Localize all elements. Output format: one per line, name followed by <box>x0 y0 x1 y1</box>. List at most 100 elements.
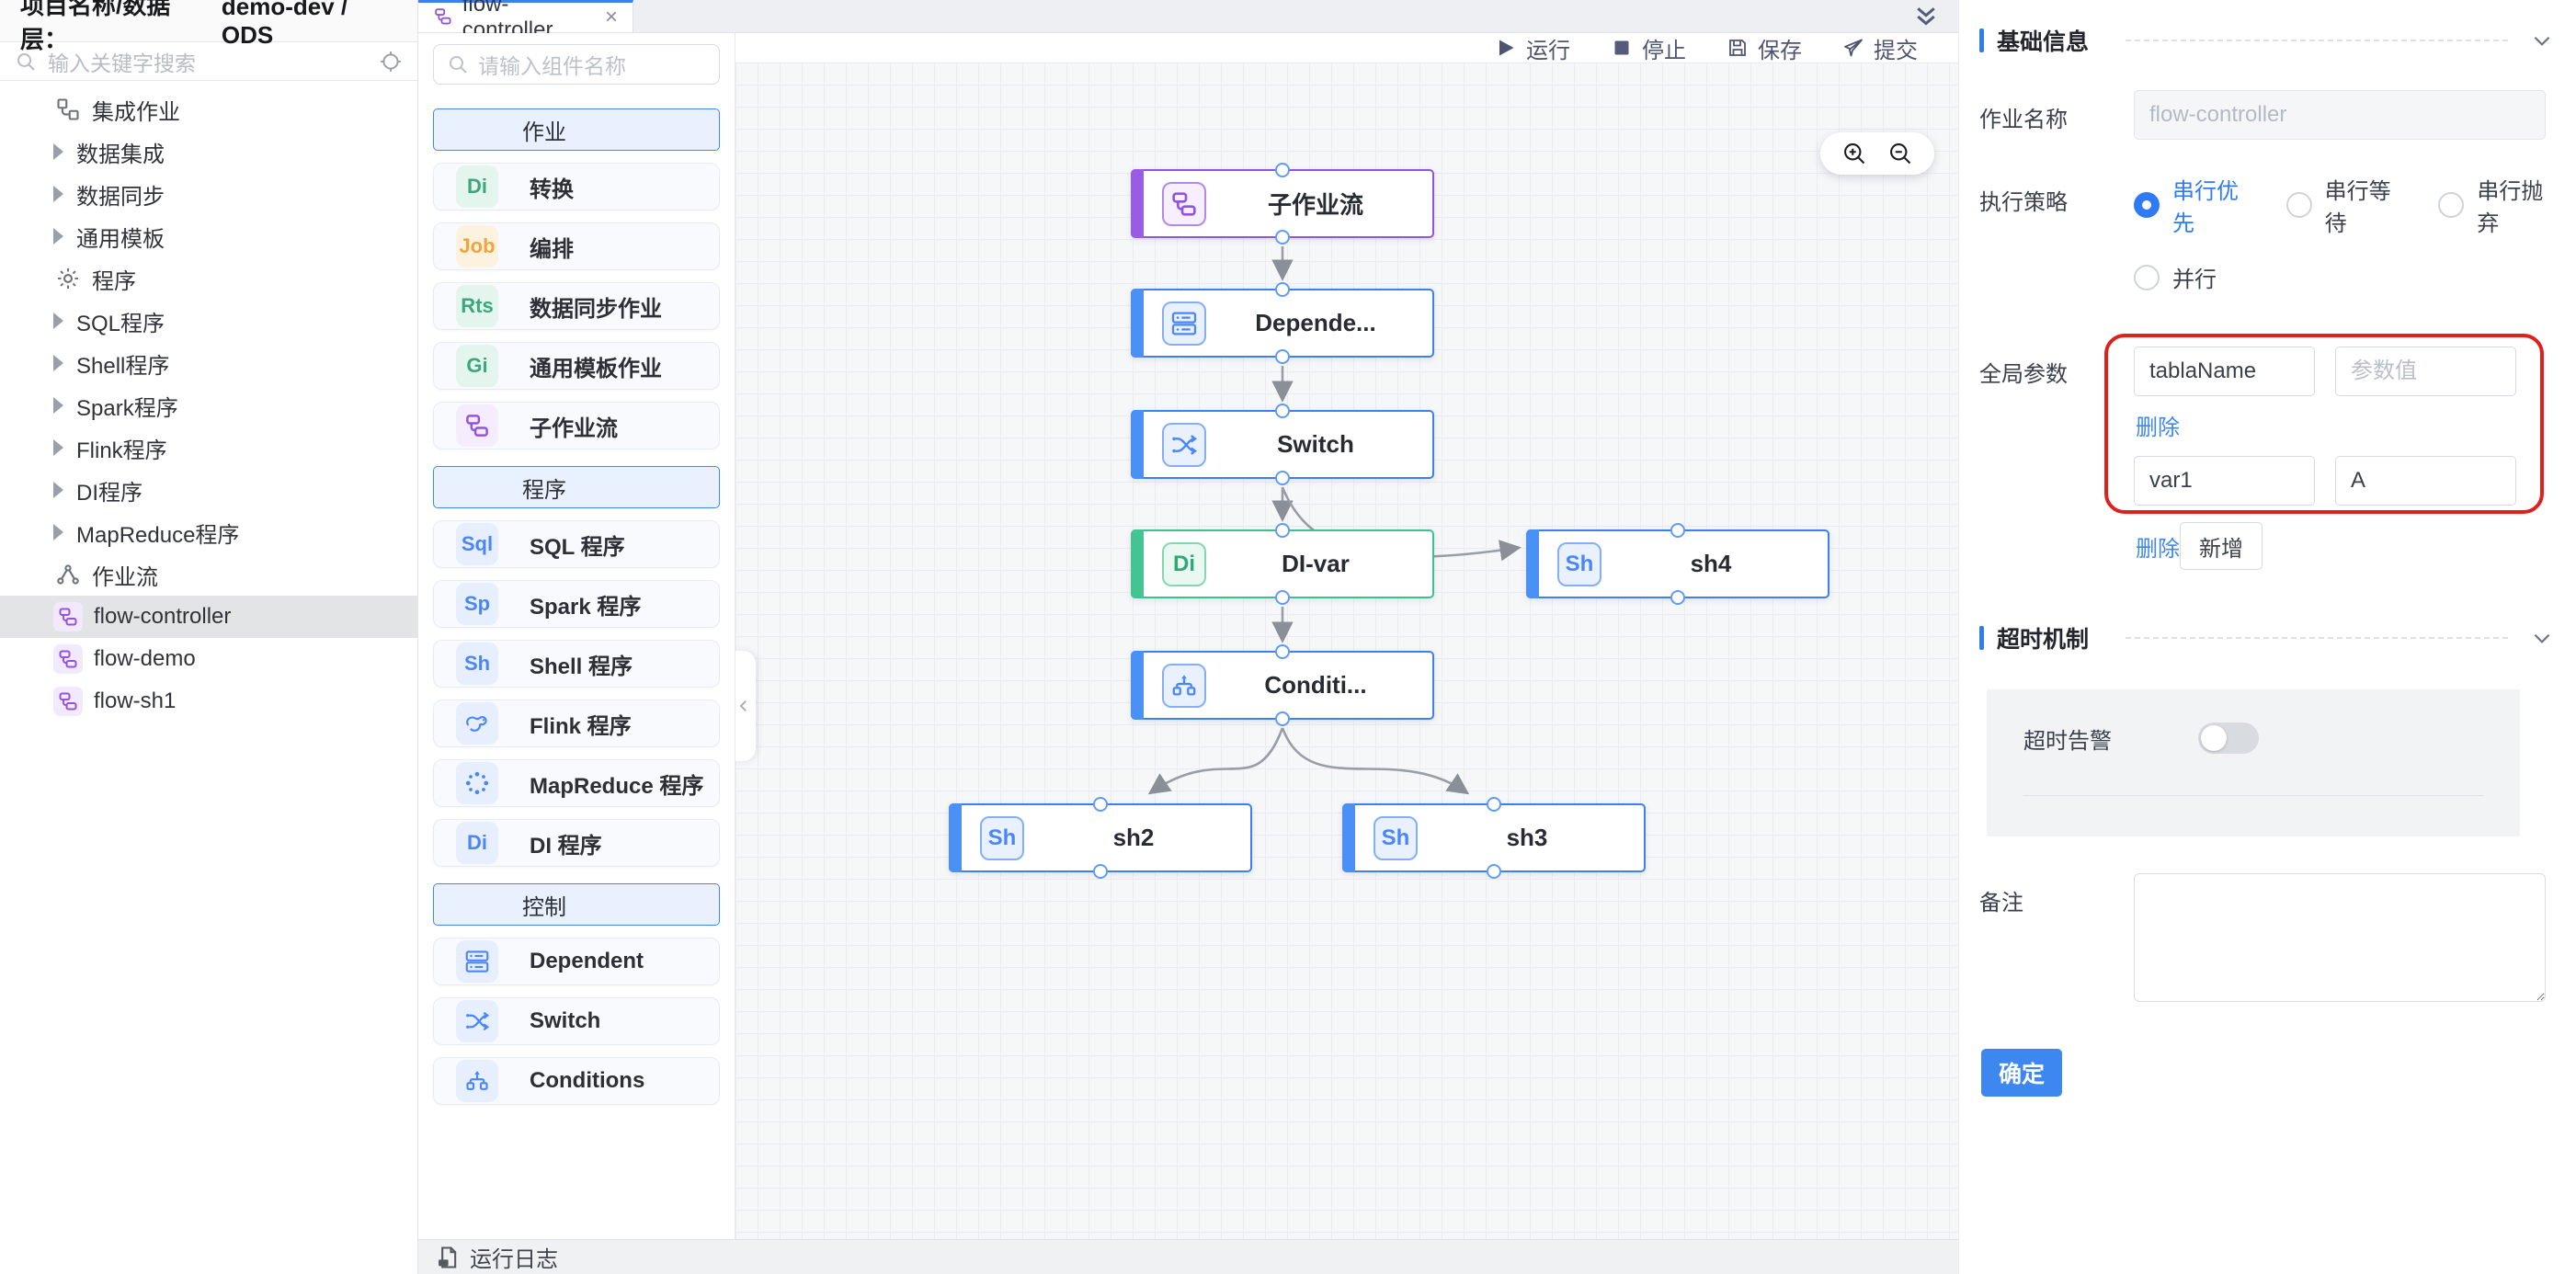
param-delete-link[interactable]: 删除 <box>2136 415 2180 440</box>
sidebar-item-flow-controller[interactable]: flow-controller <box>0 596 417 638</box>
node-port-bottom[interactable] <box>1275 230 1290 245</box>
stop-icon <box>1611 37 1633 59</box>
collapsed-arrow-icon[interactable] <box>53 228 63 245</box>
sidebar-item-作业流[interactable]: 作业流 <box>0 553 417 596</box>
timeout-alarm-toggle[interactable] <box>2198 722 2259 754</box>
tab-close-icon[interactable]: × <box>604 5 618 29</box>
collapsed-arrow-icon[interactable] <box>53 143 63 160</box>
radio-串行等待[interactable]: 串行等待 <box>2285 173 2402 237</box>
node-port-bottom[interactable] <box>1275 590 1290 605</box>
palette-section-程序[interactable]: 程序 <box>433 466 720 508</box>
sidebar-item-Flink程序[interactable]: Flink程序 <box>0 427 417 469</box>
radio-串行优先[interactable]: 串行优先 <box>2134 173 2250 237</box>
sidebar-item-Spark程序[interactable]: Spark程序 <box>0 384 417 427</box>
run-button[interactable]: 运行 <box>1495 32 1570 64</box>
sidebar-item-程序[interactable]: 程序 <box>0 257 417 300</box>
node-port-top[interactable] <box>1275 644 1290 659</box>
palette-collapse-handle[interactable] <box>735 651 756 761</box>
node-port-top[interactable] <box>1275 282 1290 297</box>
node-port-top[interactable] <box>1093 797 1108 812</box>
node-port-bottom[interactable] <box>1275 471 1290 485</box>
node-port-top[interactable] <box>1670 523 1685 538</box>
node-port-top[interactable] <box>1275 523 1290 538</box>
palette-item-子作业流[interactable]: 子作业流 <box>433 402 720 449</box>
palette-item-Spark 程序[interactable]: SpSpark 程序 <box>433 580 720 628</box>
sidebar-item-DI程序[interactable]: DI程序 <box>0 469 417 511</box>
zoom-out-icon[interactable] <box>1887 141 1913 166</box>
collapsed-arrow-icon[interactable] <box>53 313 63 329</box>
locate-icon[interactable] <box>379 50 403 74</box>
node-port-bottom[interactable] <box>1670 590 1685 605</box>
collapse-tabs-icon[interactable] <box>1894 0 1958 32</box>
remark-textarea[interactable] <box>2134 872 2546 1002</box>
flow-node-Switch[interactable]: Switch <box>1131 404 1434 485</box>
node-port-bottom[interactable] <box>1487 864 1501 879</box>
sidebar-item-flow-demo[interactable]: flow-demo <box>0 638 417 680</box>
node-port-bottom[interactable] <box>1275 711 1290 726</box>
flow-node-Depende...[interactable]: Depende... <box>1131 282 1434 364</box>
palette-item-DI 程序[interactable]: DiDI 程序 <box>433 819 720 867</box>
node-port-bottom[interactable] <box>1275 349 1290 364</box>
collapsed-arrow-icon[interactable] <box>53 397 63 414</box>
palette-item-MapReduce 程序[interactable]: MapReduce 程序 <box>433 759 720 807</box>
node-port-bottom[interactable] <box>1093 864 1108 879</box>
collapsed-arrow-icon[interactable] <box>53 439 63 456</box>
sidebar-item-flow-sh1[interactable]: flow-sh1 <box>0 680 417 722</box>
param-value-input[interactable] <box>2335 347 2516 396</box>
stop-button[interactable]: 停止 <box>1611 32 1686 64</box>
collapsed-arrow-icon[interactable] <box>53 482 63 498</box>
param-value-input[interactable] <box>2335 456 2516 506</box>
palette-item-SQL 程序[interactable]: SqlSQL 程序 <box>433 520 720 568</box>
palette-item-Conditions[interactable]: Conditions <box>433 1057 720 1105</box>
collapsed-arrow-icon[interactable] <box>53 524 63 540</box>
sidebar-item-Shell程序[interactable]: Shell程序 <box>0 342 417 384</box>
collapsed-arrow-icon[interactable] <box>53 355 63 371</box>
palette-item-Flink 程序[interactable]: Flink 程序 <box>433 700 720 747</box>
node-port-top[interactable] <box>1275 163 1290 177</box>
radio-串行抛弃[interactable]: 串行抛弃 <box>2438 173 2554 237</box>
confirm-button[interactable]: 确定 <box>1981 1048 2062 1097</box>
flow-node-Conditi...[interactable]: Conditi... <box>1131 644 1434 726</box>
save-button[interactable]: 保存 <box>1727 32 1802 64</box>
job-name-input[interactable] <box>2134 90 2546 140</box>
flow-node-子作业流[interactable]: 子作业流 <box>1131 163 1434 245</box>
palette-section-作业[interactable]: 作业 <box>433 108 720 151</box>
sidebar-item-SQL程序[interactable]: SQL程序 <box>0 300 417 342</box>
palette-search[interactable]: 请输入组件名称 <box>433 44 720 85</box>
sidebar-item-MapReduce程序[interactable]: MapReduce程序 <box>0 511 417 553</box>
badge-Sh: Sh <box>1557 541 1601 586</box>
sidebar-item-数据同步[interactable]: 数据同步 <box>0 173 417 215</box>
param-name-input[interactable] <box>2134 456 2315 506</box>
sidebar-item-数据集成[interactable]: 数据集成 <box>0 131 417 173</box>
param-delete-link[interactable]: 删除 <box>2136 536 2180 562</box>
palette-item-Shell 程序[interactable]: ShShell 程序 <box>433 640 720 688</box>
palette-item-Dependent[interactable]: Dependent <box>433 938 720 985</box>
param-name-input[interactable] <box>2134 347 2315 396</box>
param-add-button[interactable]: 新增 <box>2180 522 2263 570</box>
sidebar-item-集成作业[interactable]: 集成作业 <box>0 88 417 131</box>
node-port-top[interactable] <box>1275 404 1290 418</box>
bottom-log-bar[interactable]: 运行日志 <box>418 1239 1958 1274</box>
submit-button[interactable]: 提交 <box>1842 32 1918 64</box>
sidebar-item-通用模板[interactable]: 通用模板 <box>0 215 417 257</box>
collapsed-arrow-icon[interactable] <box>53 186 63 202</box>
radio-并行[interactable]: 并行 <box>2134 261 2217 293</box>
tab-flow-controller[interactable]: flow-controller × <box>418 0 633 42</box>
node-port-top[interactable] <box>1487 797 1501 812</box>
zoom-in-icon[interactable] <box>1841 141 1867 166</box>
chevron-down-icon[interactable] <box>2530 28 2554 52</box>
tree-item-label: 集成作业 <box>92 99 180 125</box>
palette-section-控制[interactable]: 控制 <box>433 883 720 926</box>
chevron-down-icon[interactable] <box>2530 626 2554 650</box>
palette-item-Switch[interactable]: Switch <box>433 997 720 1045</box>
sidebar-search[interactable]: 输入关键字搜索 <box>0 42 417 81</box>
